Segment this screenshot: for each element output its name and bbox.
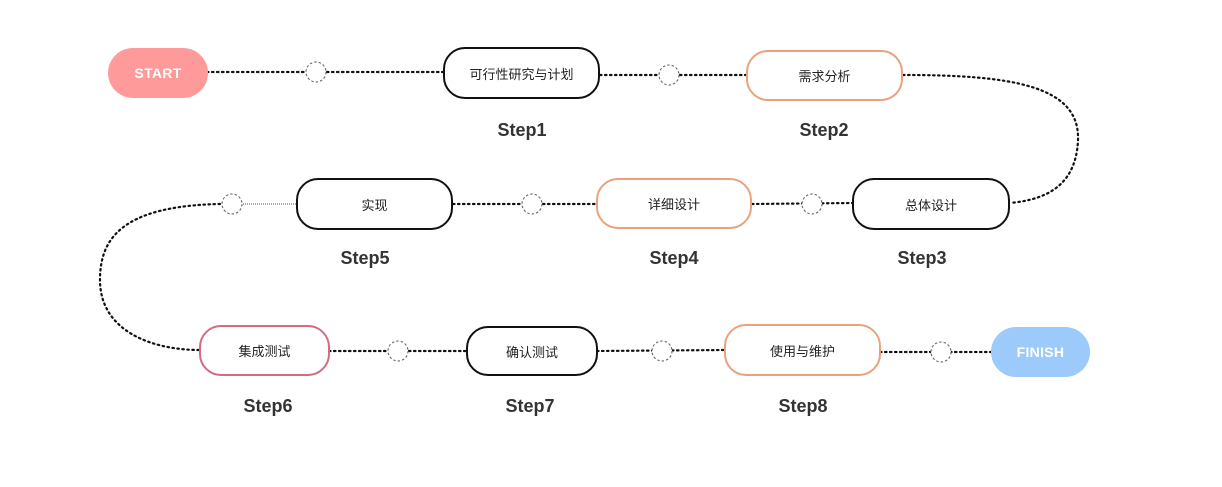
connector-node bbox=[387, 340, 409, 362]
step5-caption: Step5 bbox=[340, 248, 390, 268]
connector-node bbox=[930, 341, 952, 363]
step2-label: 需求分析 bbox=[798, 70, 851, 85]
connector-node bbox=[651, 340, 673, 362]
step7-label: 确认测试 bbox=[505, 345, 558, 361]
finish-pill: FINISH bbox=[991, 327, 1090, 377]
step7-box: 确认测试 bbox=[466, 326, 598, 376]
step5-box: 实现 bbox=[296, 178, 453, 230]
step7-caption: Step7 bbox=[505, 396, 555, 416]
step1-caption: Step1 bbox=[497, 120, 547, 140]
step4-caption: Step4 bbox=[649, 248, 699, 268]
step4-box: 详细设计 bbox=[596, 178, 752, 229]
connector-node bbox=[305, 61, 327, 83]
step1-box: 可行性研究与计划 bbox=[443, 47, 600, 99]
connector-node bbox=[658, 64, 680, 86]
step4-label: 详细设计 bbox=[647, 198, 700, 213]
start-pill: START bbox=[108, 48, 208, 98]
step6-label: 集成测试 bbox=[238, 345, 291, 360]
step2-caption: Step2 bbox=[799, 120, 849, 140]
step1-label: 可行性研究与计划 bbox=[469, 67, 574, 83]
connector-step2-step3 bbox=[901, 73, 1080, 205]
connector-node bbox=[521, 193, 543, 215]
step5-label: 实现 bbox=[361, 198, 388, 214]
step2-box: 需求分析 bbox=[746, 50, 903, 101]
step3-label: 总体设计 bbox=[904, 198, 957, 214]
connector-step5-step6 bbox=[98, 202, 222, 352]
connector-node bbox=[801, 193, 823, 215]
step8-caption: Step8 bbox=[778, 396, 828, 416]
step8-box: 使用与维护 bbox=[724, 324, 881, 376]
step6-caption: Step6 bbox=[243, 396, 293, 416]
step3-caption: Step3 bbox=[897, 248, 947, 268]
step6-box: 集成测试 bbox=[199, 325, 330, 376]
step8-label: 使用与维护 bbox=[769, 344, 835, 360]
step3-box: 总体设计 bbox=[852, 178, 1010, 230]
connector-node bbox=[221, 193, 243, 215]
